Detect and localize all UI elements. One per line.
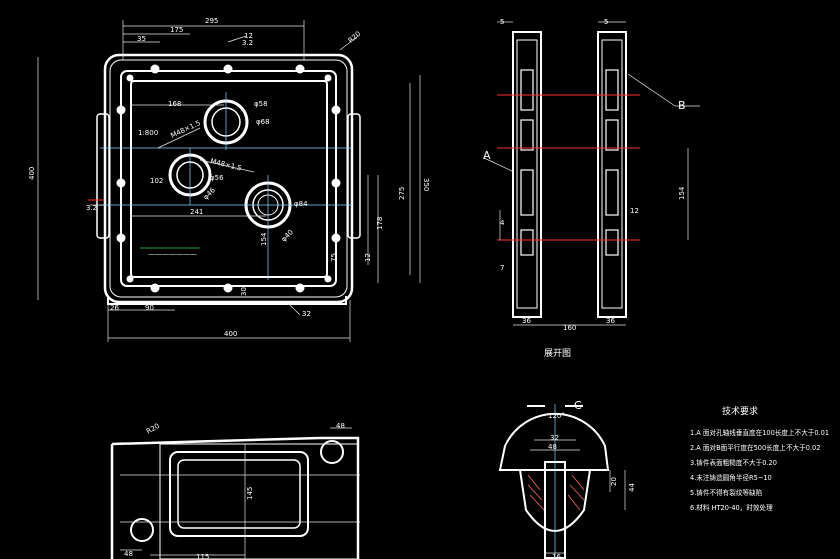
tech-note-5: 5.铸件不得有裂纹等缺陷 bbox=[690, 488, 762, 497]
dim-phi40: φ40 bbox=[280, 228, 295, 243]
dim-178: 178 bbox=[376, 217, 384, 230]
dim-32: 32 bbox=[302, 310, 311, 318]
scale-note: 1:800 bbox=[138, 129, 158, 137]
side-dim-36-left: 36 bbox=[522, 317, 531, 325]
front-outer-body bbox=[103, 53, 354, 304]
surface-3-2-top: 3.2 bbox=[242, 39, 253, 47]
tech-note-4: 4.未注铸造圆角半径R5~10 bbox=[690, 473, 772, 482]
left-lug bbox=[96, 113, 110, 239]
dim-400-vertical: 400 bbox=[28, 167, 36, 180]
technical-requirements: 技术要求 1.A 面对孔轴线垂直度在100长度上不大于0.01 2.A 面对B面… bbox=[690, 405, 829, 512]
dim-75: 75 bbox=[330, 253, 338, 262]
front-view: 295 175 35 12 R20 400 350 275 178 154 24… bbox=[28, 17, 430, 342]
caption-unfolded-view: 展开图 bbox=[544, 348, 571, 359]
dim-35: 35 bbox=[137, 35, 146, 43]
section-dim-16: 16 bbox=[552, 553, 561, 559]
section-hatch bbox=[527, 474, 585, 511]
dim-30: 30 bbox=[240, 287, 248, 296]
tech-note-2: 2.A 面对B面平行度在500长度上不大于0.02 bbox=[690, 443, 820, 452]
front-small-note: ——————— bbox=[148, 250, 197, 258]
dim-phi68: φ68 bbox=[256, 118, 270, 126]
section-dim-44: 44 bbox=[628, 483, 636, 492]
side-dim-4: 4 bbox=[500, 219, 505, 227]
front-inner-cavity bbox=[130, 80, 328, 278]
tech-note-1: 1.A 面对孔轴线垂直度在100长度上不大于0.01 bbox=[690, 428, 829, 437]
dim-400-horizontal: 400 bbox=[224, 330, 237, 338]
side-dim-7: 7 bbox=[500, 264, 504, 272]
bottom-view: R20 48 48 115 145 bbox=[110, 422, 360, 559]
dim-phi56: φ56 bbox=[210, 174, 224, 182]
section-dim-20: 20 bbox=[610, 477, 618, 486]
dim-phi58: φ58 bbox=[254, 100, 268, 108]
bottom-dim-115: 115 bbox=[196, 553, 209, 559]
label-b: B bbox=[678, 99, 686, 112]
dim-102: 102 bbox=[150, 177, 163, 185]
section-view: 120° 32 48 20 44 16 C bbox=[498, 399, 636, 559]
dim-154: 154 bbox=[260, 232, 268, 246]
section-dim-120: 120° bbox=[548, 412, 565, 420]
dim-175: 175 bbox=[170, 26, 183, 34]
bottom-dim-48-top: 48 bbox=[336, 422, 345, 430]
dim-241: 241 bbox=[190, 208, 203, 216]
side-dim-36-right: 36 bbox=[606, 317, 615, 325]
front-outer-body-inner bbox=[109, 59, 348, 298]
side-dim-5-right: 5 bbox=[604, 18, 608, 26]
dim-12: 12 bbox=[244, 32, 253, 40]
label-c: C bbox=[574, 399, 582, 412]
dim-295: 295 bbox=[205, 17, 218, 25]
tech-notes-title: 技术要求 bbox=[722, 405, 758, 417]
section-dim-48: 48 bbox=[548, 443, 557, 451]
dim-26: 26 bbox=[110, 304, 119, 312]
right-lug bbox=[347, 113, 361, 239]
side-dim-154: 154 bbox=[678, 186, 686, 200]
label-a: A bbox=[483, 149, 491, 162]
dim-m48-b: M48×1.5 bbox=[210, 157, 243, 172]
bottom-dim-145: 145 bbox=[246, 487, 254, 500]
side-dim-160: 160 bbox=[563, 324, 576, 332]
dim-12-vertical: 12 bbox=[364, 253, 372, 262]
dim-275: 275 bbox=[398, 187, 406, 200]
dim-phi84: φ84 bbox=[294, 200, 308, 208]
dim-90: 90 bbox=[145, 304, 154, 312]
side-dim-5-left: 5 bbox=[500, 18, 504, 26]
tech-note-6: 6.材料 HT20-40，时效处理 bbox=[690, 503, 773, 512]
tech-note-3: 3.铸件表面粗糙度不大于0.20 bbox=[690, 458, 777, 467]
side-view: 5 5 154 160 36 36 12 4 7 B A 展开图 bbox=[483, 18, 700, 359]
bottom-dim-r20: R20 bbox=[145, 422, 161, 436]
dim-r20: R20 bbox=[347, 30, 363, 45]
surface-3-2-left: 3.2 bbox=[86, 204, 97, 212]
section-dim-32: 32 bbox=[550, 434, 559, 442]
dim-350: 350 bbox=[422, 178, 430, 191]
dim-168: 168 bbox=[168, 100, 181, 108]
side-dim-12: 12 bbox=[630, 207, 639, 215]
bottom-dim-48-bottom: 48 bbox=[124, 550, 133, 558]
